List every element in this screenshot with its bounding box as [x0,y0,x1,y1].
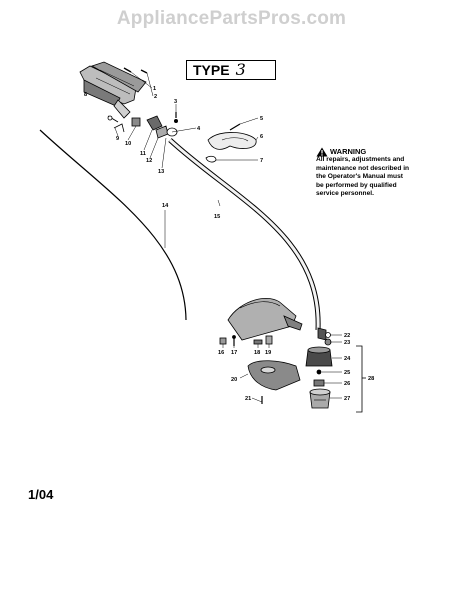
warning-line-2: maintenance not described in [316,164,410,172]
debris-shield-drawing [227,297,303,341]
warning-notice: WARNING All repairs, adjustments and mai… [316,147,454,198]
trimmer-head-drawing [305,327,333,409]
part-label-5: 5 [260,116,263,122]
part-label-10: 10 [125,141,131,147]
watermark-text: AppliancePartsPros.com [116,8,347,29]
kit-bracket-drawing [356,345,366,413]
flex-cable-drawing [39,129,187,321]
part-label-19: 19 [265,350,271,356]
part-label-4: 4 [197,126,201,132]
part-label-20: 20 [231,377,237,383]
part-label-28: 28 [368,376,374,382]
part-label-14: 14 [162,203,169,209]
type-box: TYPE 3 [186,60,276,80]
handle-screws-drawing [123,67,148,74]
warning-triangle-icon [316,147,328,157]
part-label-6: 6 [260,134,263,140]
hanger-bracket-drawing [205,123,257,163]
part-label-25: 25 [344,370,350,376]
part-label-11: 11 [140,151,146,157]
part-label-24: 24 [344,356,351,362]
part-label-2: 2 [154,94,157,100]
warning-line-5: service personnel. [316,190,374,198]
warning-heading: WARNING [330,147,367,156]
drive-shaft-tube-drawing [168,138,321,331]
part-label-22: 22 [344,333,350,339]
warning-line-3: the Operator's Manual must [316,173,403,181]
part-label-3: 3 [174,99,177,105]
part-label-13: 13 [158,169,164,175]
part-label-26: 26 [344,381,350,387]
part-label-27: 27 [344,396,350,402]
lower-guard-drawing [247,360,301,404]
part-label-12: 12 [146,158,152,164]
warning-line-1: All repairs, adjustments and [316,156,405,164]
part-labels: 1 2 3 4 5 6 7 8 9 10 11 12 13 14 15 16 1… [84,86,374,402]
part-label-1: 1 [153,86,156,92]
handle-assembly-drawing [79,61,147,123]
part-label-17: 17 [231,350,237,356]
leader-lines [114,71,342,403]
part-label-21: 21 [245,396,251,402]
type-label: TYPE [193,62,230,78]
date-code: 1/04 [28,487,54,502]
part-label-23: 23 [344,340,350,346]
part-label-16: 16 [218,350,224,356]
part-label-18: 18 [254,350,260,356]
shield-fasteners-drawing [219,335,273,346]
part-label-7: 7 [260,158,263,164]
warning-line-4: be performed by qualified [316,181,397,189]
part-label-9: 9 [116,136,119,142]
type-value: 3 [235,60,246,79]
part-label-15: 15 [214,214,220,220]
part-label-8: 8 [84,92,87,98]
